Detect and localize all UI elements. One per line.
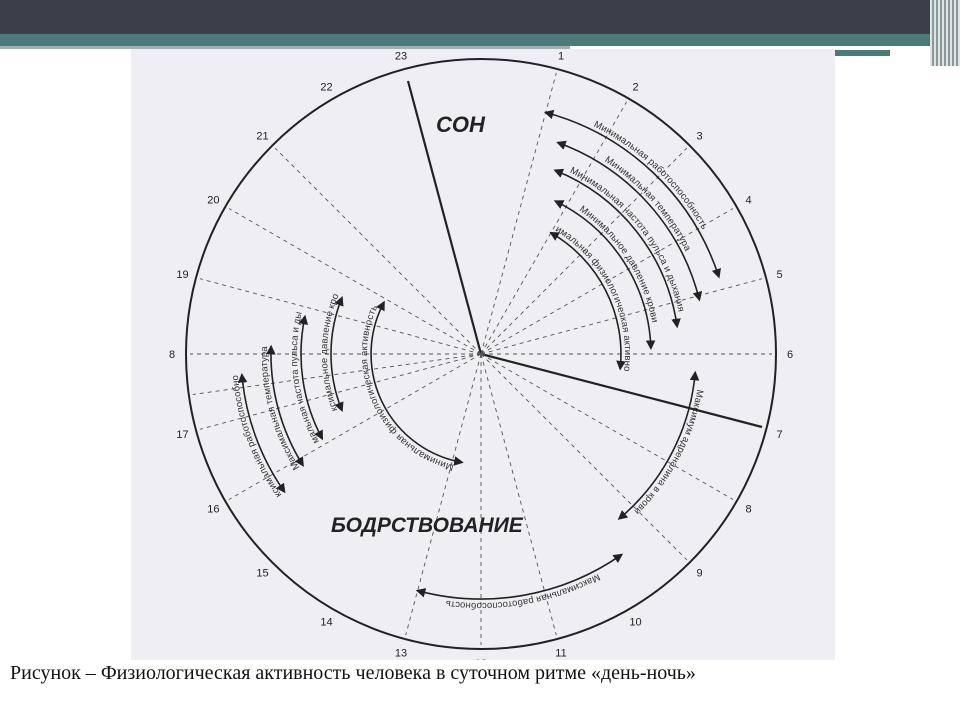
hour-guide-line xyxy=(480,72,557,355)
hour-label: 9 xyxy=(696,568,702,580)
activity-arc xyxy=(370,300,464,466)
hour-guide-line xyxy=(274,147,482,355)
figure-caption: Рисунок – Физиологическая активность чел… xyxy=(10,662,696,684)
hour-label: 15 xyxy=(256,568,268,580)
hour-guide-line xyxy=(405,353,482,636)
activity-arc xyxy=(298,314,324,441)
hour-label: 16 xyxy=(207,504,219,516)
hour-guide-line xyxy=(480,101,627,355)
activity-arc-label: Максимальная частота пульса и дыхания xyxy=(131,49,322,445)
hour-label: 21 xyxy=(256,131,268,143)
hour-label: 14 xyxy=(320,617,332,629)
hour-label: 19 xyxy=(176,269,188,281)
activity-arc xyxy=(543,109,721,279)
hour-label: 8 xyxy=(169,349,175,361)
activity-arc-label: Максимальная работоспособность xyxy=(131,49,284,499)
sleep-start-boundary xyxy=(406,80,483,355)
activity-arc-label: Минимальная физиологическая активность xyxy=(131,49,633,372)
hour-label: 5 xyxy=(776,269,782,281)
hour-label: 1 xyxy=(558,51,564,63)
activity-arc xyxy=(415,553,624,600)
hour-label: 20 xyxy=(207,195,219,207)
hour-label: 8 xyxy=(746,504,752,516)
hour-label: 3 xyxy=(696,131,702,143)
hour-label: 4 xyxy=(746,195,752,207)
hour-label: 13 xyxy=(395,648,407,660)
activity-arc xyxy=(237,372,286,494)
hour-label: 10 xyxy=(629,617,641,629)
daily-rhythm-diagram: 24123456789101112131415161781920212223 М… xyxy=(131,49,793,660)
sleep-zone-label: СОН xyxy=(436,112,486,137)
hour-label: 22 xyxy=(320,81,332,93)
activity-arc xyxy=(549,231,626,371)
hour-label: 17 xyxy=(176,429,188,441)
activity-arc xyxy=(330,296,344,412)
slide-corner-accent xyxy=(930,0,960,66)
slide-top-line xyxy=(0,46,570,49)
hour-label: 23 xyxy=(395,51,407,63)
slide-corner-bar xyxy=(835,50,890,56)
activity-arc-label: Максимальная работоспособность xyxy=(445,571,602,611)
sleep-end-boundary xyxy=(480,352,763,429)
hour-label: 2 xyxy=(632,81,638,93)
hour-label: 12 xyxy=(475,658,487,660)
activity-arc xyxy=(266,344,304,467)
hour-guide-lines xyxy=(190,72,772,645)
hour-guide-line xyxy=(228,208,482,355)
hour-label: 24 xyxy=(475,49,487,52)
activity-arc-label: Максимальное давление крови xyxy=(131,49,341,413)
activity-arc-label: Минимальная работоспособность xyxy=(592,119,710,231)
wake-zone-label: БОДРСТВОВАНИЕ xyxy=(331,514,524,537)
hour-labels: 24123456789101112131415161781920212223 xyxy=(169,49,793,660)
slide-top-bar xyxy=(0,0,960,34)
hour-guide-line xyxy=(480,353,688,561)
hour-label: 11 xyxy=(555,648,566,660)
clock-circle xyxy=(185,58,777,650)
activity-arc-label: Максимум адреналина в крови xyxy=(632,389,705,517)
hour-label: 6 xyxy=(787,349,793,361)
hour-label: 7 xyxy=(776,429,782,441)
daily-rhythm-figure: 24123456789101112131415161781920212223 М… xyxy=(131,49,835,660)
slide-top-stripe xyxy=(0,34,960,46)
activity-arc xyxy=(617,370,700,520)
hour-guide-line xyxy=(199,278,482,355)
